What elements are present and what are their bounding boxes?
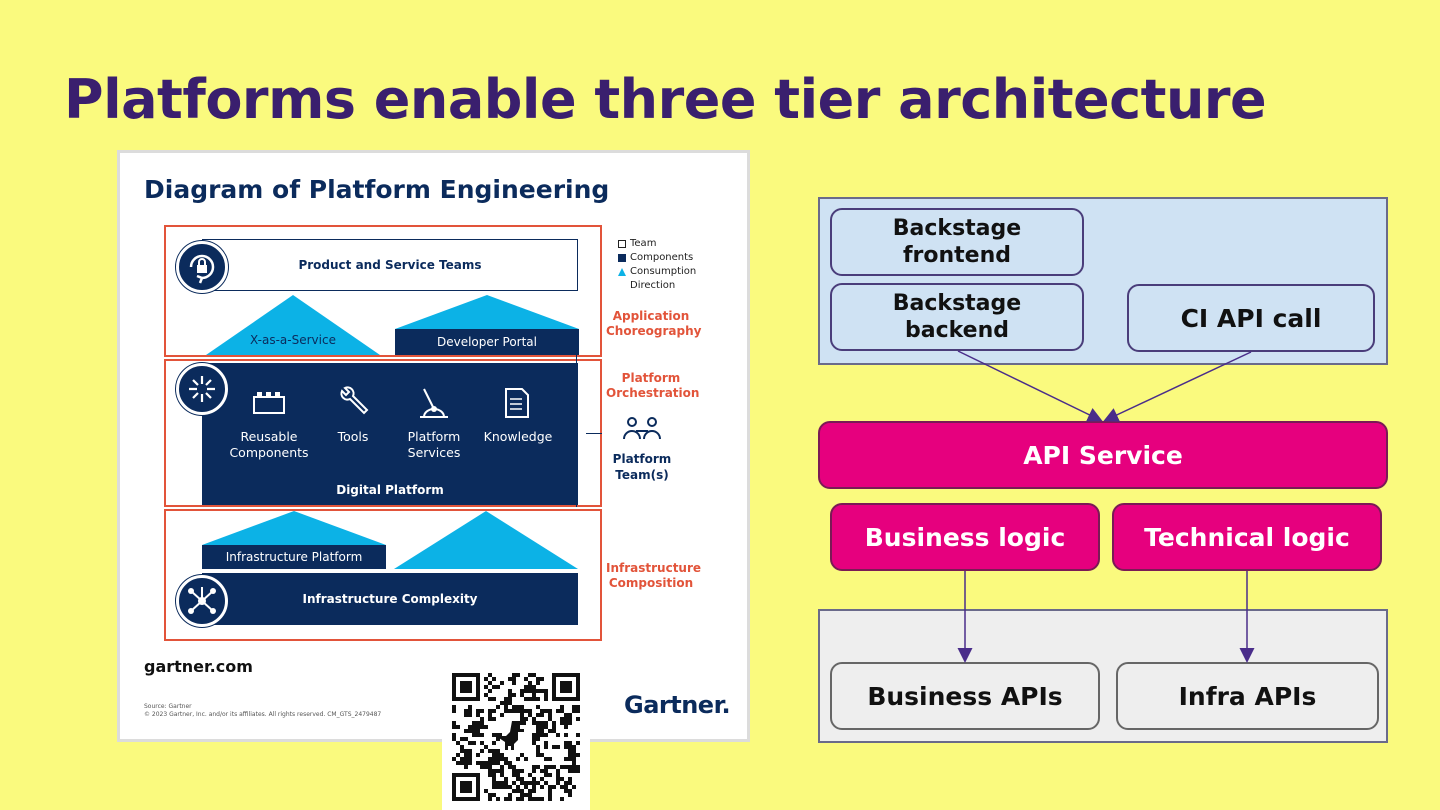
infrastructure-complexity-label: Infrastructure Complexity — [302, 592, 478, 606]
gartner-diagram-title: Diagram of Platform Engineering — [144, 175, 610, 204]
product-teams-box: Product and Service Teams — [202, 239, 578, 291]
legend-components: Components — [630, 252, 694, 263]
infrastructure-platform-box: Infrastructure Platform — [202, 545, 386, 569]
application-frame — [164, 225, 602, 357]
legend: Team Components Consumption Direction — [618, 237, 696, 293]
document-icon — [504, 387, 530, 423]
business-logic-box: Business logic — [830, 503, 1100, 571]
digital-platform-block — [202, 363, 578, 505]
ci-api-call-box: CI API call — [1127, 284, 1375, 352]
backstage-backend-box: Backstage backend — [830, 283, 1084, 351]
knowledge-label: Knowledge — [483, 429, 553, 444]
consumption-legend-triangle — [618, 268, 626, 276]
components-legend-swatch — [618, 254, 626, 262]
xaas-triangle — [206, 295, 380, 355]
infrastructure-composition-label: Infrastructure Composition — [606, 561, 702, 590]
product-teams-label: Product and Service Teams — [298, 258, 482, 272]
developer-portal-triangle — [395, 295, 579, 329]
infrastructure-complexity-box: Infrastructure Complexity — [202, 573, 578, 625]
reusable-components-label: Reusable Components — [229, 429, 309, 460]
business-apis-box: Business APIs — [830, 662, 1100, 730]
developer-portal-box: Developer Portal — [395, 329, 579, 355]
slide-title: Platforms enable three tier architecture — [64, 68, 1267, 131]
legend-team: Team — [630, 238, 657, 249]
infrastructure-platform-label: Infrastructure Platform — [225, 550, 363, 564]
digital-platform-label: Digital Platform — [336, 483, 444, 497]
developer-portal-label: Developer Portal — [436, 335, 537, 349]
legend-direction: Direction — [630, 280, 676, 291]
gartner-logo: Gartner. — [624, 691, 731, 719]
team-cycle-icon — [176, 241, 228, 293]
copyright-line: © 2023 Gartner, Inc. and/or its affiliat… — [144, 711, 382, 718]
arrow-backend-to-api — [957, 350, 1103, 422]
joystick-icon — [416, 385, 452, 423]
qr-code-pattern — [452, 673, 580, 801]
platform-orchestration-label: Platform Orchestration — [606, 371, 700, 400]
api-service-box: API Service — [818, 421, 1388, 489]
platform-teams-label: Platform Team(s) — [612, 452, 672, 482]
wrench-icon — [336, 385, 370, 423]
tools-label: Tools — [337, 429, 369, 444]
legend-consumption: Consumption — [630, 266, 697, 277]
gartner-site: gartner.com — [144, 657, 253, 676]
team-legend-swatch — [618, 240, 626, 248]
arrow-ci-to-api — [1103, 351, 1252, 422]
application-choreography-label: Application Choreography — [606, 309, 702, 338]
network-nodes-icon — [176, 575, 228, 627]
bricks-icon — [252, 389, 286, 419]
people-icon — [622, 415, 662, 447]
infrastructure-platform-triangle — [202, 511, 386, 545]
gartner-diagram-image: Diagram of Platform Engineering Product … — [117, 150, 750, 742]
infrastructure-frame — [164, 509, 602, 641]
infrastructure-triangle — [394, 511, 578, 569]
infra-apis-box: Infra APIs — [1116, 662, 1379, 730]
technical-logic-box: Technical logic — [1112, 503, 1382, 571]
platform-services-label: Platform Services — [407, 429, 461, 460]
platform-team-connector — [586, 433, 602, 434]
backstage-frontend-box: Backstage frontend — [830, 208, 1084, 276]
orchestration-arrows-icon — [176, 363, 228, 415]
source-line: Source: Gartner — [144, 703, 192, 710]
xaas-label: X-as-a-Service — [250, 333, 336, 347]
qr-code[interactable] — [442, 665, 590, 810]
